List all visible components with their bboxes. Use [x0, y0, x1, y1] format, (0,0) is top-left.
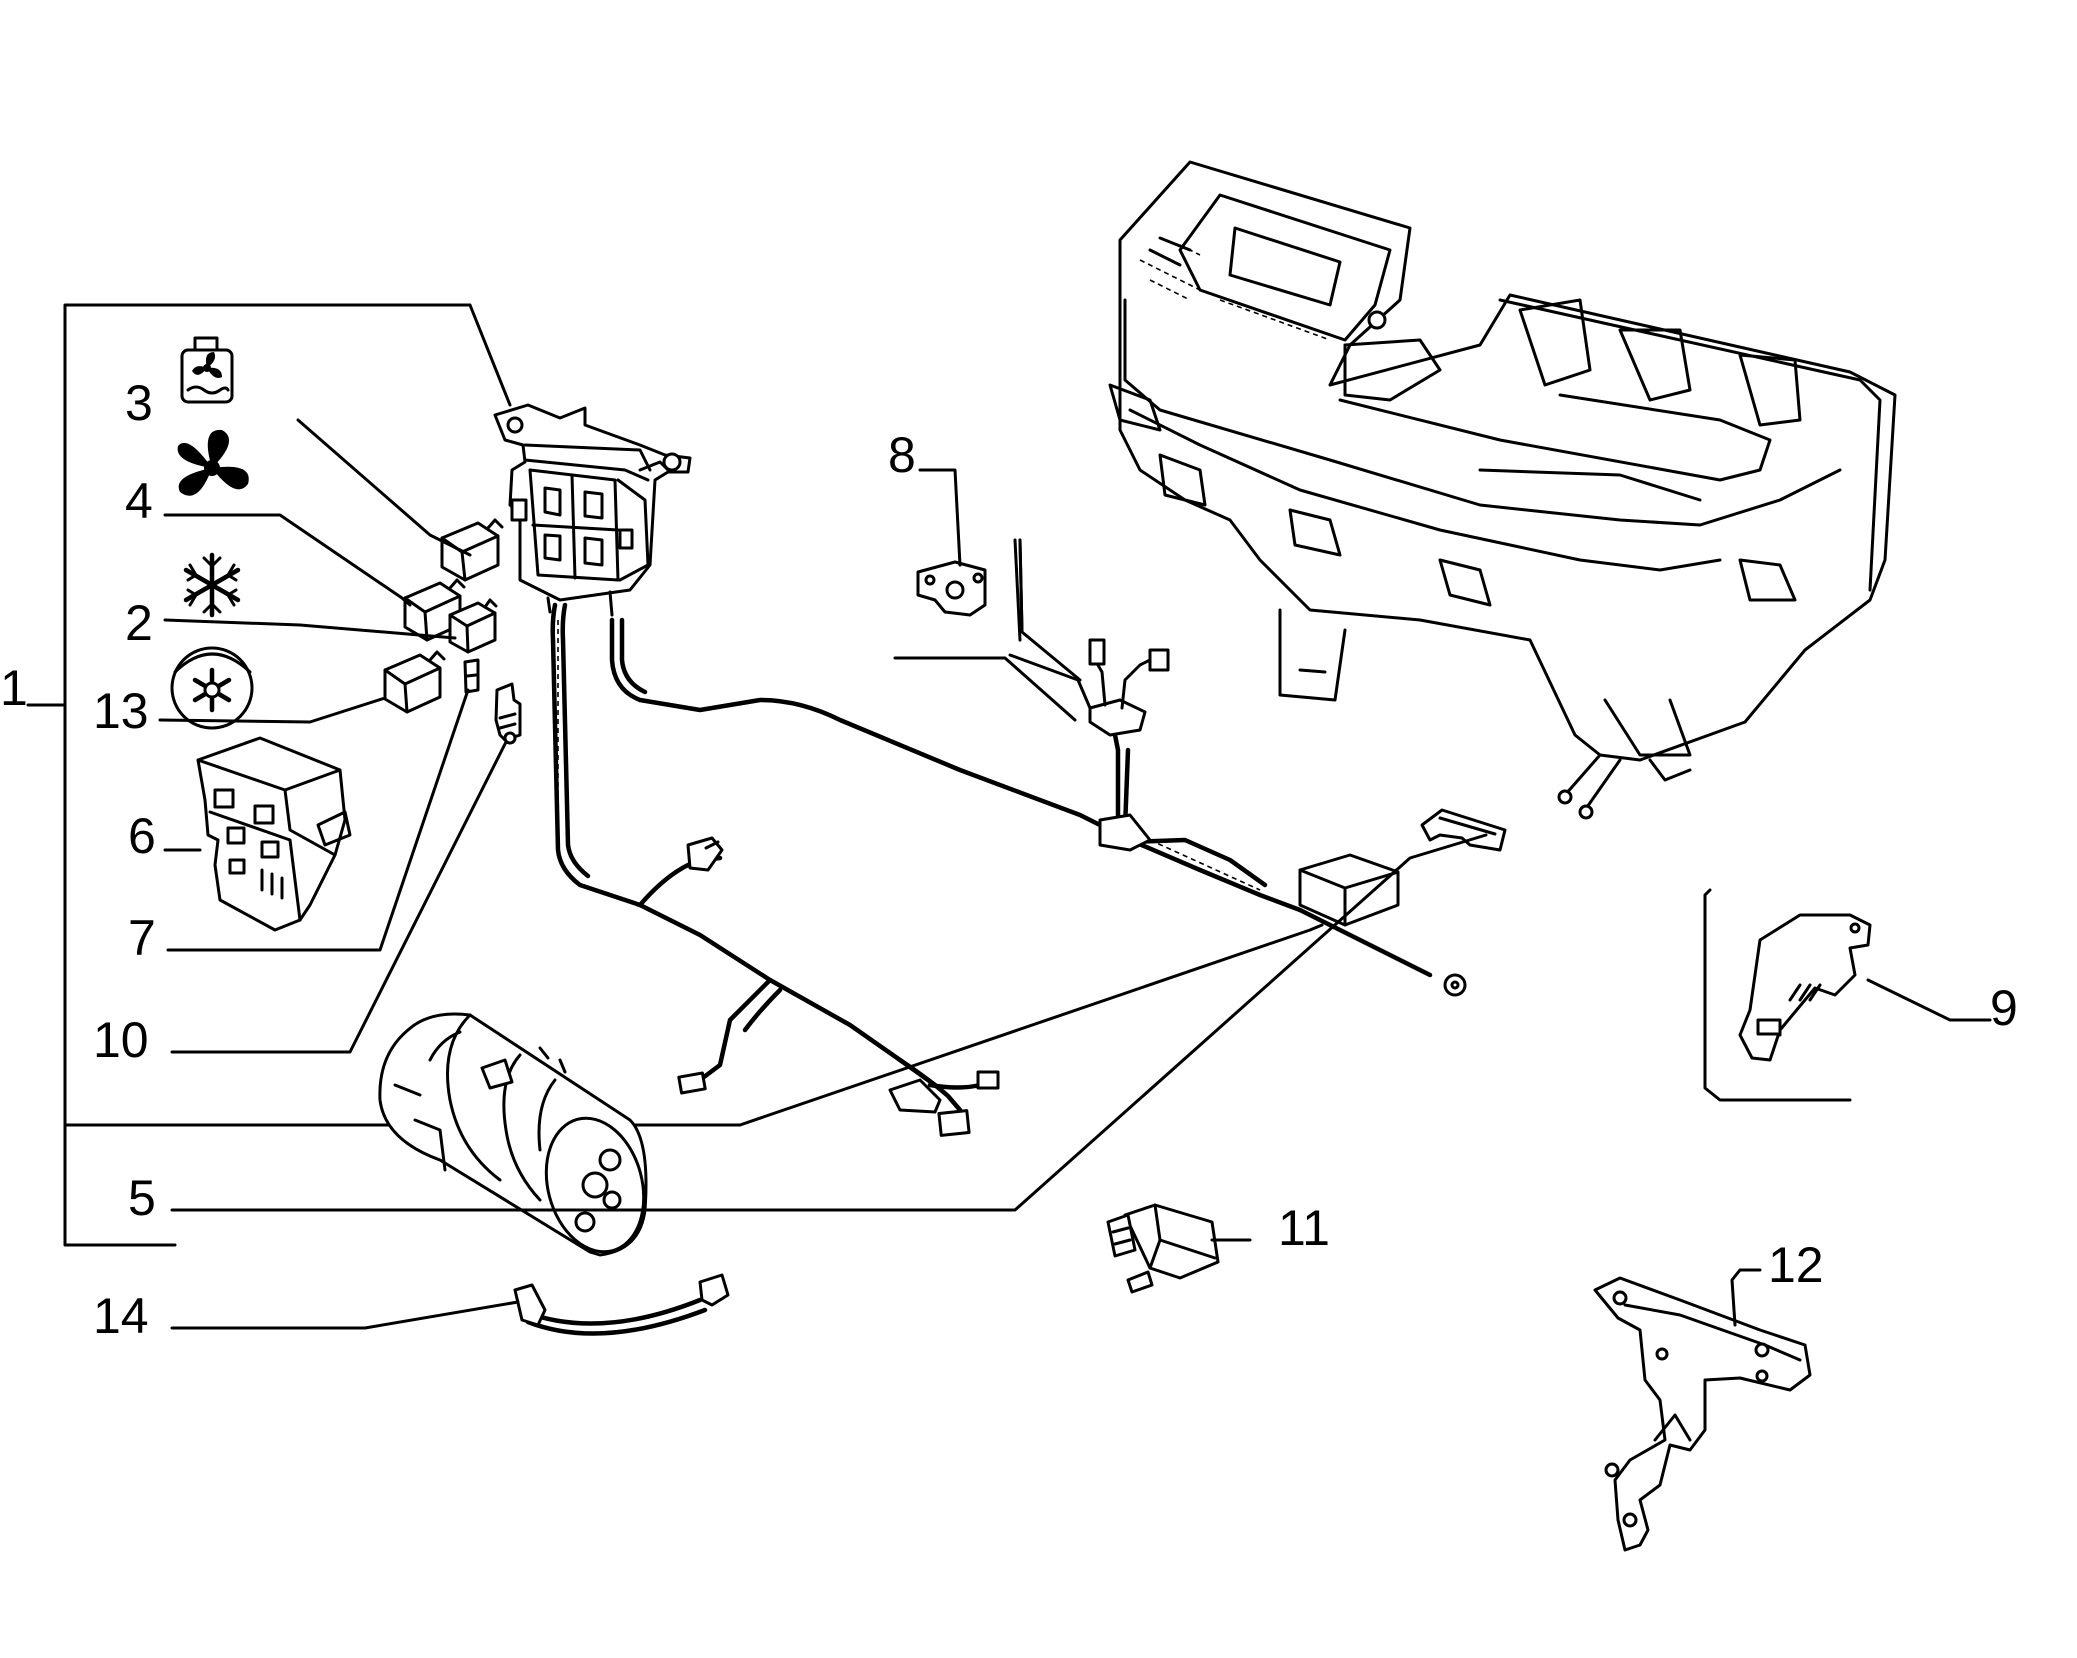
callout-6: 6 [128, 808, 156, 864]
leader-lines [158, 418, 1992, 1330]
callout-7: 7 [128, 910, 156, 966]
bracket-9 [1703, 888, 1872, 1102]
relay-13 [383, 650, 446, 714]
cable-14 [513, 1273, 730, 1336]
callout-10: 10 [93, 1012, 149, 1068]
fuse-box [493, 403, 692, 617]
callout-9: 9 [1990, 980, 2018, 1036]
relay-2 [448, 598, 498, 654]
coolant-fan-icon [180, 336, 234, 404]
callout-2: 2 [125, 595, 153, 651]
callout-4: 4 [125, 473, 153, 529]
relay-3 [440, 518, 504, 582]
fuse-10 [494, 682, 522, 745]
callout-5: 5 [128, 1170, 156, 1226]
sensor-11 [1106, 1203, 1220, 1294]
callout-13: 13 [93, 683, 149, 739]
ac-compressor [378, 1012, 648, 1257]
callout-1: 1 [0, 660, 28, 716]
bracket-12 [1593, 1276, 1812, 1552]
bracket-8 [916, 538, 1024, 632]
fan-icon [177, 429, 249, 496]
module-5 [1298, 808, 1507, 927]
callout-8: 8 [888, 427, 916, 483]
fuse-box-cover-6 [196, 736, 352, 932]
fuse-7 [463, 658, 480, 694]
callout-12: 12 [1768, 1237, 1824, 1293]
snowflake-icon [183, 552, 241, 618]
callout-labels: 1 2 3 4 5 6 7 8 9 10 11 12 13 14 [0, 375, 2018, 1344]
callout-11: 11 [1278, 1200, 1330, 1256]
callout-14: 14 [93, 1288, 149, 1344]
wiring-harness [550, 538, 1467, 1137]
callout-3: 3 [125, 375, 153, 431]
compressor-snowflake-icon [170, 646, 254, 730]
heater-housing-unit [1108, 160, 1897, 820]
